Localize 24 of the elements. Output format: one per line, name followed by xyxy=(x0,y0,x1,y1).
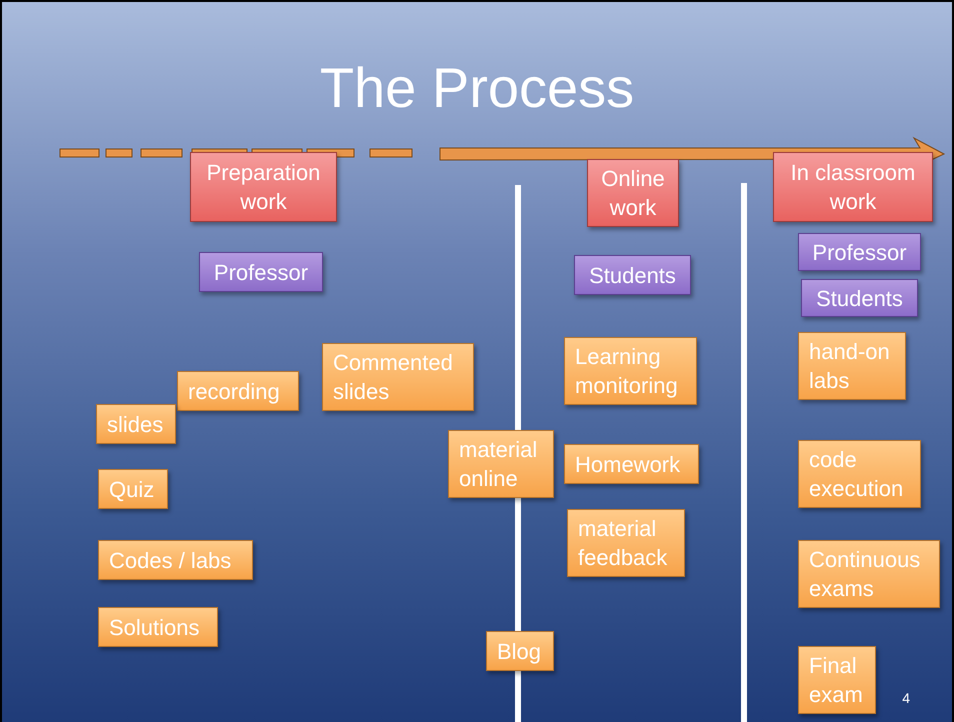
activity-box: Quiz xyxy=(98,469,168,509)
phase-box: In classroom work xyxy=(773,152,933,222)
activity-box: code execution xyxy=(798,440,921,508)
phase-box: Online work xyxy=(587,159,679,227)
activity-box: hand-on labs xyxy=(798,332,906,400)
role-box: Students xyxy=(574,255,691,295)
phase-box: Preparation work xyxy=(190,152,337,222)
activity-box: recording xyxy=(177,371,299,411)
activity-box: Continuous exams xyxy=(798,540,940,608)
page-number: 4 xyxy=(902,690,910,706)
activity-box: Blog xyxy=(486,631,554,671)
activity-box: material online xyxy=(448,430,554,498)
activity-box: Codes / labs xyxy=(98,540,253,580)
role-box: Professor xyxy=(798,233,921,271)
activity-box: Final exam xyxy=(798,646,876,714)
activity-box: slides xyxy=(96,404,176,444)
slide-title: The Process xyxy=(318,60,636,116)
activity-box: Learning monitoring xyxy=(564,337,697,405)
activity-box: Commented slides xyxy=(322,343,474,411)
role-box: Students xyxy=(801,279,918,317)
role-box: Professor xyxy=(199,252,323,292)
activity-box: material feedback xyxy=(567,509,685,577)
activity-box: Solutions xyxy=(98,607,218,647)
activity-box: Homework xyxy=(564,444,699,484)
